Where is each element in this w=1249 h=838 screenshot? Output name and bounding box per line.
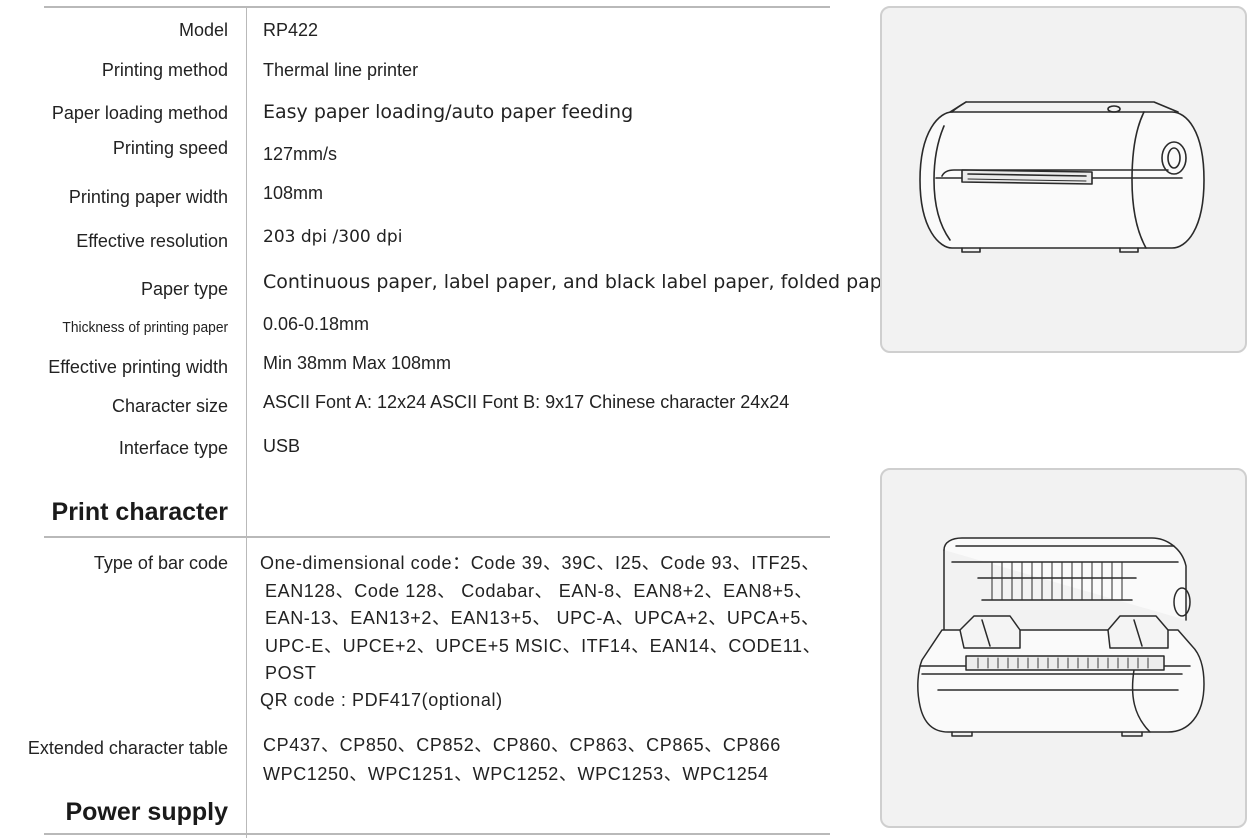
printer-closed-illustration xyxy=(880,6,1247,353)
spec-value-character-size: ASCII Font A: 12x24 ASCII Font B: 9x17 C… xyxy=(263,392,790,412)
spec-label-paper-thickness: Thickness of printing paper xyxy=(62,319,228,336)
section-heading-print-character: Print character xyxy=(51,498,228,526)
spec-value-printing-method: Thermal line printer xyxy=(263,60,419,80)
spec-label-resolution: Effective resolution xyxy=(76,231,228,251)
table-top-rule xyxy=(44,6,830,8)
barcode-line: UPC-E、UPCE+2、UPCE+5 MSIC、ITF14、EAN14、COD… xyxy=(265,635,822,656)
ext-line: WPC1250、WPC1251、WPC1252、WPC1253、WPC1254 xyxy=(263,764,769,784)
spec-label-interface: Interface type xyxy=(118,438,228,458)
spec-value-printing-width: Min 38mm Max 108mm xyxy=(263,353,452,373)
spec-value-model: RP422 xyxy=(263,20,319,40)
table-column-divider-bottom xyxy=(246,538,247,838)
spec-label-printing-width: Effective printing width xyxy=(48,357,228,377)
spec-label-paper-width: Printing paper width xyxy=(68,187,228,207)
section-rule-power-supply xyxy=(44,833,830,835)
spec-label-barcode: Type of bar code xyxy=(93,553,228,573)
spec-label-printing-speed: Printing speed xyxy=(112,138,228,158)
spec-value-paper-loading: Easy paper loading/auto paper feeding xyxy=(263,101,634,123)
spec-value-extended-table: CP437、CP850、CP852、CP860、CP863、CP865、CP86… xyxy=(263,731,781,789)
barcode-line: POST xyxy=(265,663,317,683)
barcode-line: EAN-13、EAN13+2、EAN13+5、 UPC-A、UPCA+2、UPC… xyxy=(265,608,820,628)
spec-value-barcode: One-dimensional code：Code 39、39C、I25、Cod… xyxy=(260,550,821,713)
spec-value-paper-type: Continuous paper, label paper, and black… xyxy=(263,271,902,293)
section-rule-print-character xyxy=(44,536,830,538)
printer-open-illustration xyxy=(880,468,1247,828)
spec-value-paper-thickness: 0.06-0.18mm xyxy=(263,314,370,334)
spec-label-printing-method: Printing method xyxy=(101,60,228,80)
spec-label-character-size: Character size xyxy=(111,396,228,416)
barcode-line: One-dimensional code：Code 39、39C、I25、Cod… xyxy=(260,553,820,573)
qr-code-line: QR code : PDF417(optional) xyxy=(260,689,503,710)
spec-label-paper-loading: Paper loading method xyxy=(51,103,228,123)
spec-label-paper-type: Paper type xyxy=(140,279,228,299)
ext-line: CP437、CP850、CP852、CP860、CP863、CP865、CP86… xyxy=(263,735,781,755)
barcode-line: EAN128、Code 128、 Codabar、 EAN-8、EAN8+2、E… xyxy=(265,580,813,601)
section-heading-power-supply: Power supply xyxy=(65,798,228,826)
spec-value-interface: USB xyxy=(263,436,301,456)
table-column-divider-top xyxy=(246,8,247,538)
spec-value-printing-speed: 127mm/s xyxy=(263,144,338,164)
spec-value-resolution: 203 dpi /300 dpi xyxy=(263,227,403,247)
spec-label-extended-table: Extended character table xyxy=(27,738,228,758)
spec-value-paper-width: 108mm xyxy=(263,183,324,203)
spec-label-model: Model xyxy=(178,20,228,40)
